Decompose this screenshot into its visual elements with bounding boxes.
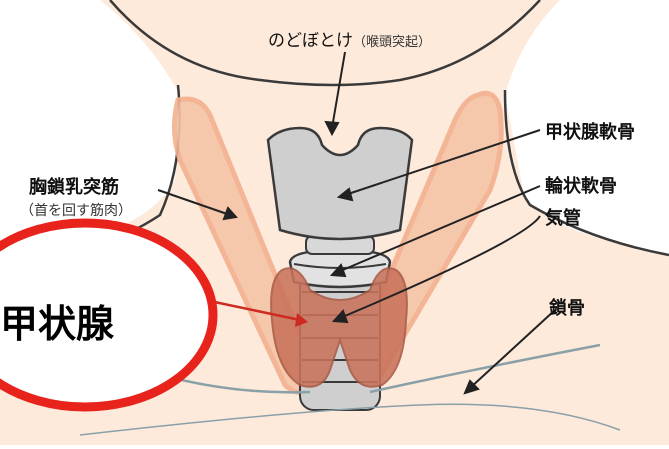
label-scm-sub: （首を回す筋肉） bbox=[20, 200, 132, 220]
label-adams-apple: のどぼとけ（喉頭突起） bbox=[268, 26, 431, 51]
adams-apple-sub-text: （喉頭突起） bbox=[353, 35, 431, 50]
label-thyroid: 甲状腺 bbox=[0, 293, 114, 348]
label-cricoid: 輪状軟骨 bbox=[545, 172, 617, 198]
label-thyroid-cartilage: 甲状腺軟骨 bbox=[545, 118, 635, 144]
adams-apple-text: のどぼとけ bbox=[268, 31, 353, 51]
label-clavicle: 鎖骨 bbox=[549, 294, 585, 320]
label-scm: 胸鎖乳突筋 bbox=[29, 173, 119, 199]
label-trachea: 気管 bbox=[545, 204, 581, 230]
